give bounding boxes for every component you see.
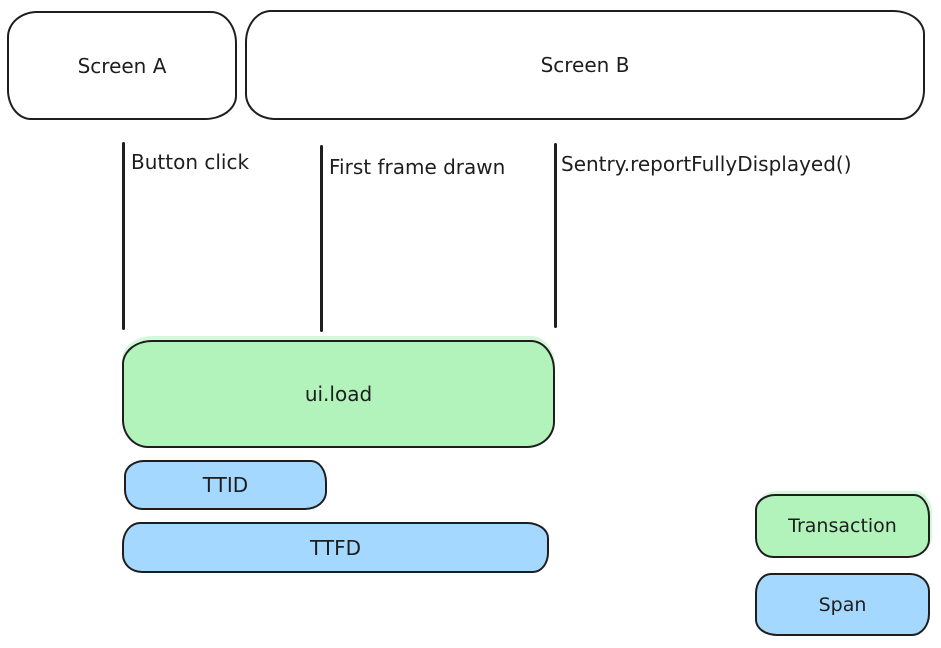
ttfd-label: TTFD [310,535,361,560]
event-marker-report-fully-displayed [554,143,557,328]
screen-b-box: Screen B [245,10,925,120]
ttfd-span-bar: TTFD [122,522,549,573]
legend-span: Span [755,573,930,636]
event-label-report-fully-displayed: Sentry.reportFullyDisplayed() [561,152,852,176]
event-label-button-click: Button click [131,150,250,174]
screen-a-box: Screen A [7,11,237,120]
legend-span-label: Span [818,593,867,616]
event-label-first-frame-drawn: First frame drawn [329,155,506,179]
event-marker-button-click [122,142,125,330]
ttid-label: TTID [202,473,249,497]
event-marker-first-frame-drawn [320,145,323,332]
legend-transaction: Transaction [755,494,930,558]
screen-a-label: Screen A [77,53,167,78]
screen-b-label: Screen B [540,53,630,77]
ui-load-transaction-bar: ui.load [122,340,555,448]
ui-load-label: ui.load [304,382,373,406]
legend-transaction-label: Transaction [788,515,897,537]
ttid-span-bar: TTID [124,460,327,510]
